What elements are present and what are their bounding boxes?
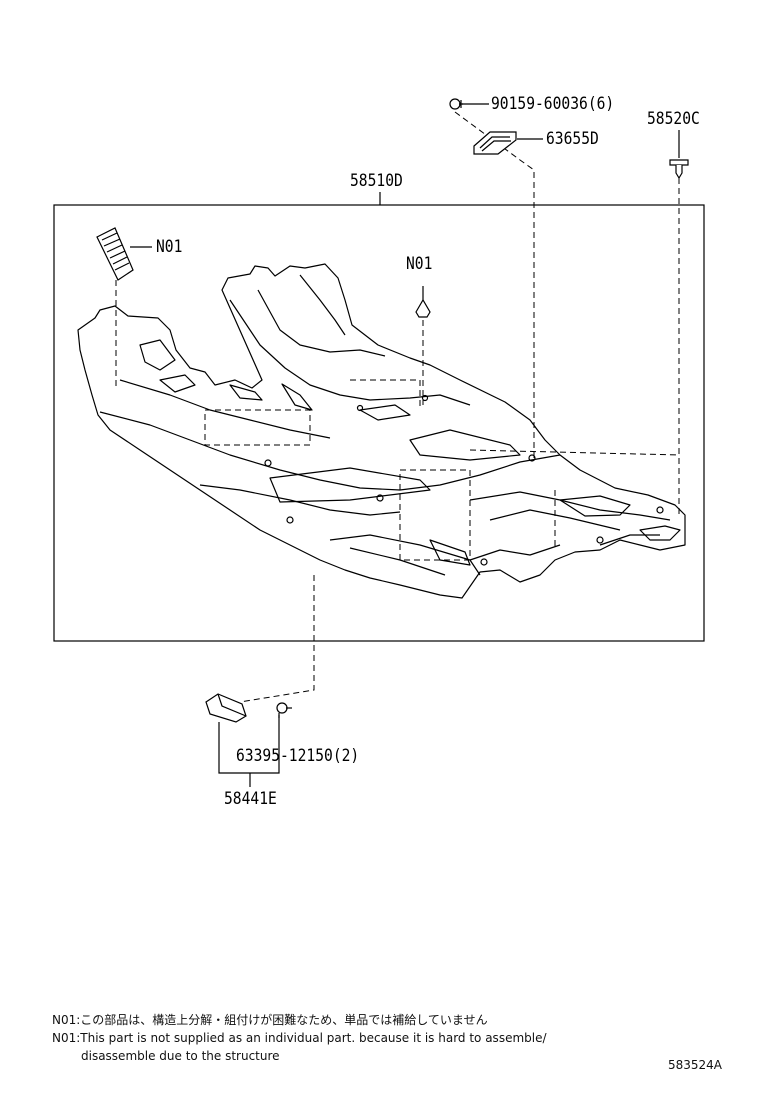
clip-58520c-icon: [669, 159, 689, 180]
label-58520c: 58520C: [647, 109, 700, 129]
label-90159: 90159-60036(6): [491, 94, 615, 114]
label-58510d: 58510D: [350, 171, 403, 191]
note-english-2: disassemble due to the structure: [81, 1049, 280, 1063]
label-58441e: 58441E: [224, 789, 277, 809]
pad-n01-icon: [96, 227, 134, 281]
note-english-1: N01:This part is not supplied as an indi…: [52, 1031, 547, 1045]
part-58441e-icon: [205, 693, 247, 723]
label-63655d: 63655D: [546, 129, 599, 149]
note-japanese: N01:この部品は、構造上分解・組付けが困難なため、単品では補給していません: [52, 1013, 488, 1027]
label-n01-left: N01: [156, 237, 183, 257]
assembly-lines: [115, 111, 681, 703]
bolt-90159-icon: [449, 98, 463, 110]
floor-panel-58510d: [77, 263, 686, 599]
label-n01-right: N01: [406, 254, 433, 274]
bracket-58441e: [218, 715, 280, 774]
bolt-63395-icon: [276, 702, 292, 718]
diagram-reference: 583524A: [668, 1058, 723, 1072]
clip-n01-icon: [415, 286, 431, 318]
part-63655d-icon: [473, 131, 517, 155]
label-63395: 63395-12150(2): [236, 746, 360, 766]
assembly-frame: [53, 204, 705, 642]
